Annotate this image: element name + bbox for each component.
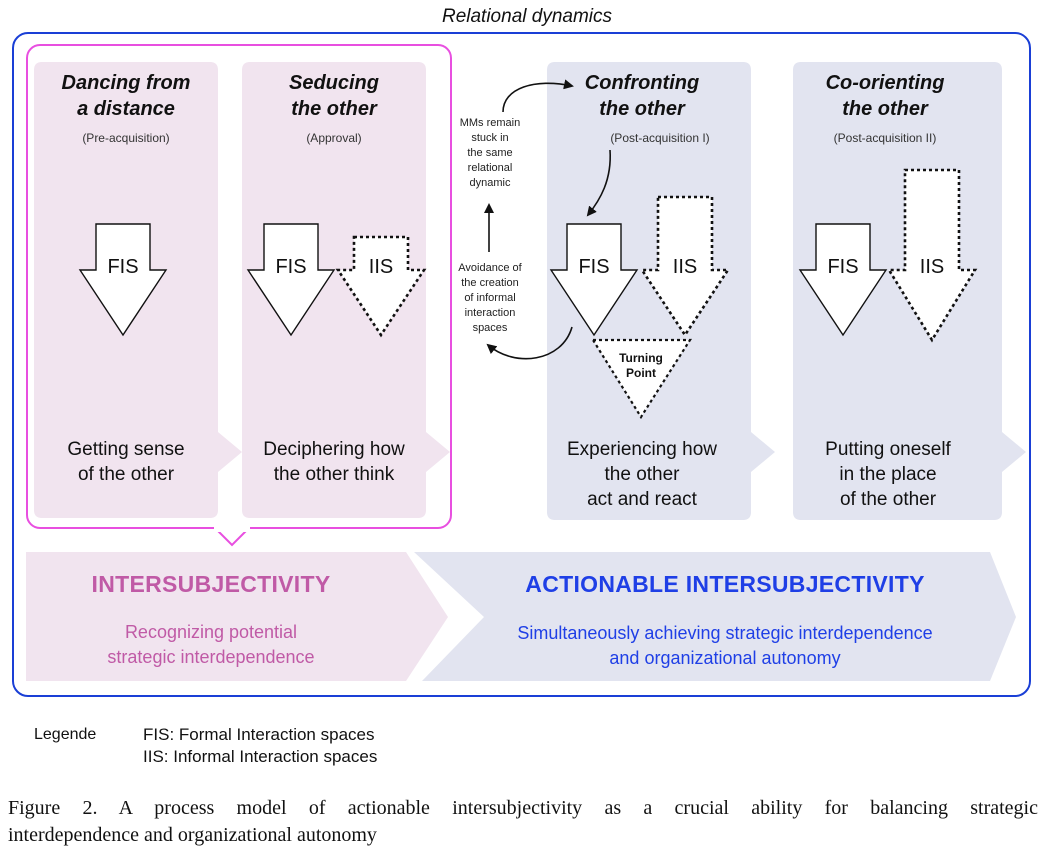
fis-arrow-stage3 [549, 223, 639, 337]
intersubjectivity-heading: INTERSUBJECTIVITY [91, 571, 331, 597]
pointer-mask [214, 526, 250, 532]
actionable-intersubjectivity-heading: ACTIONABLE INTERSUBJECTIVITY [525, 571, 925, 597]
fis-label-stage1: FIS [107, 256, 139, 278]
stage-4-subtitle: (Post-acquisition II) [833, 131, 937, 145]
stage-2-subtitle: (Approval) [306, 131, 362, 145]
iis-label-stage4: IIS [919, 256, 945, 278]
pink-frame-pointer [215, 528, 249, 547]
fis-arrow-stage1 [78, 223, 168, 337]
stage-1-subtitle: (Pre-acquisition) [82, 131, 170, 145]
fis-label-stage2: FIS [275, 256, 307, 278]
fis-label-stage3: FIS [578, 256, 610, 278]
iis-label-stage3: IIS [672, 256, 698, 278]
stage-panel-2 [242, 62, 450, 518]
relational-dynamics-frame [12, 32, 1031, 697]
loop-arrow-bottom [486, 326, 573, 360]
iis-arrow-stage3 [639, 195, 731, 338]
loop-arrow-top [502, 79, 574, 113]
fis-label-stage4: FIS [827, 256, 859, 278]
fis-arrow-stage4 [798, 223, 888, 337]
actionable-intersubjectivity-subtitle: Simultaneously achieving strategic inter… [517, 623, 933, 668]
actionable-intersubjectivity-band [414, 552, 1016, 681]
diagram-title: Relational dynamics [441, 6, 613, 27]
stage-3-subtitle: (Post-acquisition I) [610, 131, 710, 145]
legend-title: Legende [34, 726, 97, 743]
intersubjectivity-band [26, 552, 448, 681]
iis-arrow-stage2 [335, 235, 427, 338]
iis-arrow-stage4 [886, 168, 978, 343]
turning-point-triangle [591, 338, 693, 420]
fis-arrow-stage2 [246, 223, 336, 337]
loop-arrow-into-fis [586, 149, 611, 217]
figure-caption: Figure 2. A process model of actionable … [8, 797, 1038, 846]
iis-label-stage2: IIS [368, 256, 394, 278]
